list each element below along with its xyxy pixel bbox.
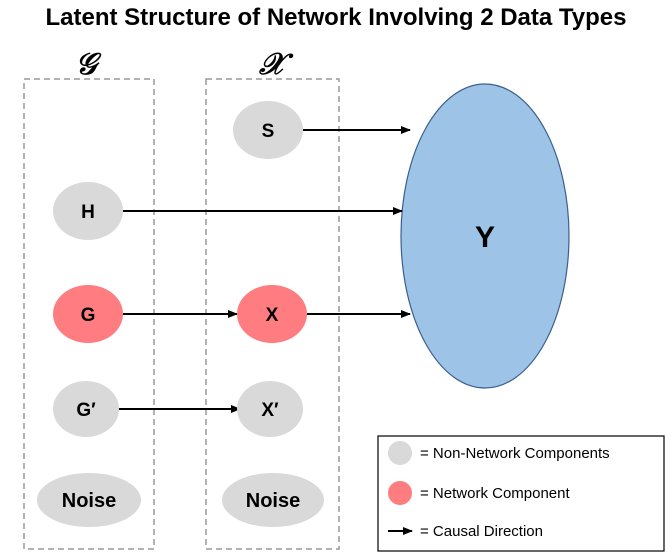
legend-causal-label: = Causal Direction — [420, 523, 543, 540]
node-g — [53, 285, 123, 343]
node-label-x: X — [266, 305, 279, 326]
node-noise-x — [222, 473, 324, 527]
node-label-g: G — [81, 305, 96, 326]
node-label-noise-g: Noise — [62, 490, 116, 512]
diagram-title: Latent Structure of Network Involving 2 … — [45, 4, 627, 31]
node-s — [233, 101, 303, 159]
g-column-label: 𝒢 — [75, 47, 102, 82]
node-label-noise-x: Noise — [246, 490, 300, 512]
legend-non-network-swatch — [388, 441, 412, 465]
outcome-node-y — [400, 83, 570, 389]
node-x — [237, 285, 307, 343]
node-label-g-prime: G′ — [76, 400, 96, 421]
node-noise-g — [37, 473, 141, 527]
legend-box — [377, 435, 665, 552]
legend-network-swatch — [388, 481, 412, 505]
node-h — [53, 182, 123, 240]
outcome-label-y: Y — [475, 221, 495, 254]
legend-network-label: = Network Component — [420, 485, 570, 502]
node-label-h: H — [81, 202, 95, 223]
node-label-s: S — [262, 121, 275, 142]
node-x-prime — [237, 381, 303, 437]
node-g-prime — [53, 381, 119, 437]
x-column-label: 𝒳 — [258, 47, 294, 82]
legend-non-network-label: = Non-Network Components — [420, 445, 610, 462]
node-label-x-prime: X′ — [261, 400, 279, 421]
